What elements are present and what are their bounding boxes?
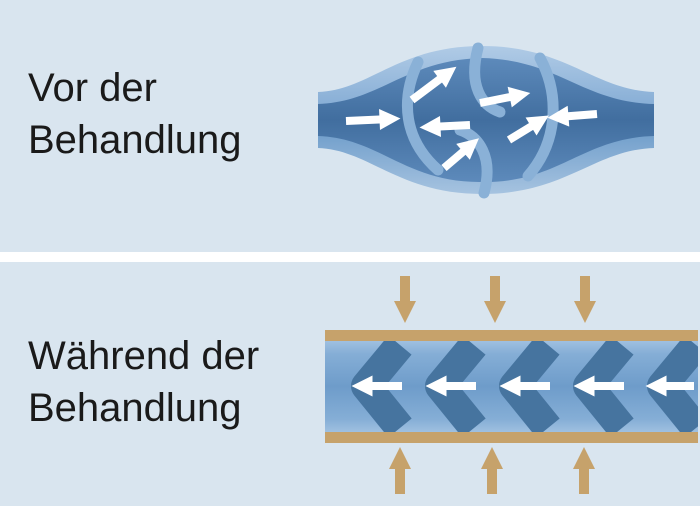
reflux-arrow-icon: [345, 108, 401, 130]
caption-line-1: Vor der: [28, 66, 157, 110]
caption-line-2: Behandlung: [28, 118, 242, 162]
compressed-vein-illustration: [325, 276, 698, 494]
compression-arrows-bottom: [389, 447, 595, 494]
compression-arrows-top: [394, 276, 596, 323]
compression-band-top: [325, 330, 698, 341]
reflux-arrow-icon: [479, 86, 531, 108]
panel-during-treatment: Während der Behandlung: [0, 262, 700, 506]
reflux-arrow-icon: [441, 138, 479, 172]
dilated-vein-lumen: [318, 58, 654, 183]
caption-line-1: Während der: [28, 334, 260, 378]
reflux-arrows: [345, 66, 598, 172]
valve-leaflet: [454, 124, 493, 199]
reflux-arrow-icon: [419, 115, 471, 137]
dilated-vein-illustration: [318, 42, 654, 199]
during-treatment-caption: Während der Behandlung: [28, 330, 259, 434]
valve-leaflet: [402, 56, 444, 176]
before-treatment-caption: Vor der Behandlung: [28, 62, 242, 166]
reflux-arrow-icon: [547, 105, 598, 127]
panel-divider: [0, 252, 700, 262]
compression-band-bottom: [325, 432, 698, 443]
caption-line-2: Behandlung: [28, 386, 242, 430]
reflux-arrow-icon: [506, 115, 549, 144]
valve-leaflet: [469, 42, 506, 118]
panel-before-treatment: Vor der Behandlung: [0, 0, 700, 252]
reflux-arrow-icon: [409, 66, 457, 104]
